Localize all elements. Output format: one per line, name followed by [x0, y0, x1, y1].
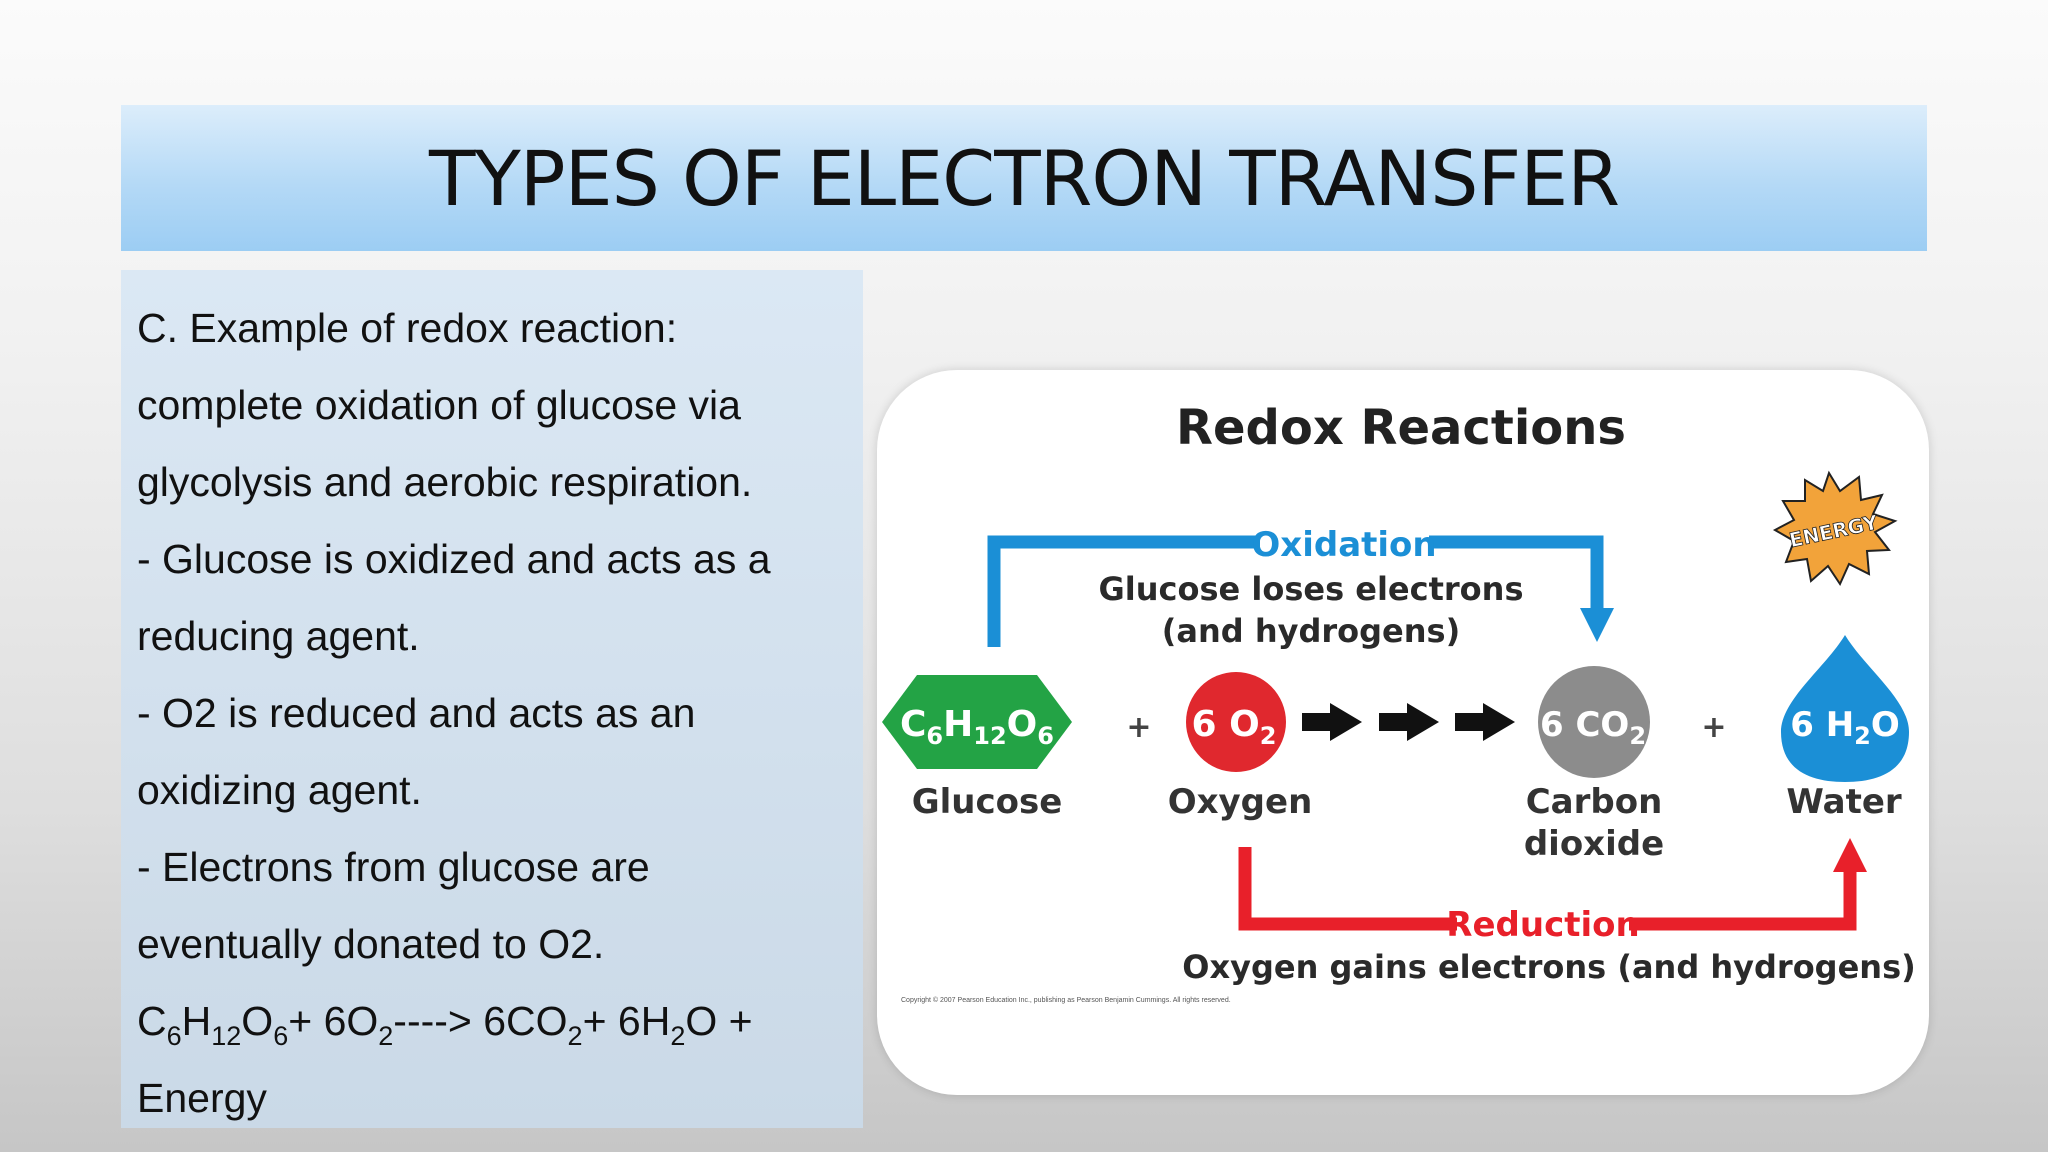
oxidation-desc-2: (and hydrogens) [1162, 612, 1460, 650]
chemical-equation: C6H12O6+ 6O2----> 6CO2+ 6H2O + [137, 983, 863, 1060]
arrow [1455, 703, 1515, 741]
arrow [1379, 703, 1439, 741]
f-sub: 12 [973, 722, 1006, 750]
f-part: 6 H [1790, 705, 1854, 745]
glucose-formula: C6H12O6 [900, 704, 1054, 750]
eq-sub: 2 [378, 1021, 394, 1051]
water-formula: 6 H2O [1790, 705, 1900, 750]
water-drop [1781, 635, 1909, 782]
eq-sub: 6 [166, 1021, 182, 1051]
reaction-arrows [1302, 703, 1515, 741]
f-sub: 2 [1629, 722, 1646, 750]
eq-part: + 6H [582, 998, 671, 1044]
eq-part: ----> 6CO [393, 998, 568, 1044]
oxidation-arrowhead [1580, 608, 1614, 642]
co2-name-1: Carbon [1526, 782, 1663, 822]
reduction-desc: Oxygen gains electrons (and hydrogens) [1182, 948, 1915, 986]
energy-burst: ENERGY [1772, 470, 1898, 587]
text-line: glycolysis and aerobic respiration. [137, 459, 753, 505]
oxidation-arrow-right [1429, 535, 1604, 610]
eq-part: O + [685, 998, 753, 1044]
glucose-hexagon [882, 675, 1072, 769]
title-bar: TYPES OF ELECTRON TRANSFER [121, 105, 1927, 251]
reduction-arrowhead [1833, 838, 1867, 872]
eq-sub: 12 [211, 1021, 242, 1051]
co2-formula: 6 CO2 [1540, 705, 1646, 750]
plus-sign: + [1126, 710, 1151, 745]
water-name: Water [1786, 782, 1902, 822]
text-line: C. Example of redox reaction: [137, 305, 678, 351]
arrow [1302, 703, 1362, 741]
text-line: - O2 is reduced and acts as an [137, 690, 696, 736]
slide-title: TYPES OF ELECTRON TRANSFER [428, 133, 1620, 223]
energy-star-shape [1772, 470, 1898, 587]
eq-sub: 2 [670, 1021, 686, 1051]
equation-energy: Energy [137, 1075, 267, 1121]
reduction-label: Reduction [1446, 905, 1639, 945]
oxygen-circle [1186, 672, 1286, 772]
co2-name-2: dioxide [1524, 824, 1664, 864]
oxidation-label: Oxidation [1251, 525, 1436, 565]
redox-diagram: Redox Reactions Oxidation Glucose loses … [882, 400, 1916, 1004]
diagram-title: Redox Reactions [1176, 400, 1626, 456]
oxygen-name: Oxygen [1168, 782, 1313, 822]
reduction-arrow-left [1238, 847, 1457, 931]
plus-sign: + [1701, 710, 1726, 745]
f-sub: 6 [1037, 722, 1054, 750]
text-line: - Glucose is oxidized and acts as a [137, 536, 771, 582]
co2-circle [1538, 666, 1650, 778]
f-part: C [900, 704, 926, 745]
text-line: oxidizing agent. [137, 767, 422, 813]
text-line: complete oxidation of glucose via [137, 382, 741, 428]
f-part: 6 CO [1540, 705, 1629, 745]
f-part: H [943, 704, 973, 745]
text-line: reducing agent. [137, 613, 420, 659]
f-part: O [1007, 704, 1038, 745]
oxygen-formula: 6 O2 [1192, 704, 1277, 750]
eq-sub: 6 [273, 1021, 289, 1051]
eq-part: + 6O [288, 998, 379, 1044]
f-part: O [1871, 705, 1900, 745]
oxidation-desc-1: Glucose loses electrons [1099, 570, 1524, 608]
text-line: - Electrons from glucose are [137, 844, 650, 890]
redox-diagram-card: Redox Reactions Oxidation Glucose loses … [877, 370, 1929, 1095]
copyright-text: Copyright © 2007 Pearson Education Inc.,… [901, 996, 1231, 1004]
f-sub: 2 [1854, 722, 1871, 750]
f-part: 6 O [1192, 704, 1260, 745]
eq-part: O [241, 998, 274, 1044]
oxidation-arrow-left [987, 535, 1260, 647]
f-sub: 2 [1260, 722, 1277, 750]
f-sub: 6 [926, 722, 943, 750]
eq-part: C [137, 998, 167, 1044]
glucose-name: Glucose [912, 782, 1063, 822]
eq-part: H [181, 998, 212, 1044]
text-panel: C. Example of redox reaction: complete o… [121, 270, 863, 1128]
text-line: eventually donated to O2. [137, 921, 605, 967]
eq-sub: 2 [567, 1021, 583, 1051]
reduction-arrow-right [1629, 870, 1857, 931]
